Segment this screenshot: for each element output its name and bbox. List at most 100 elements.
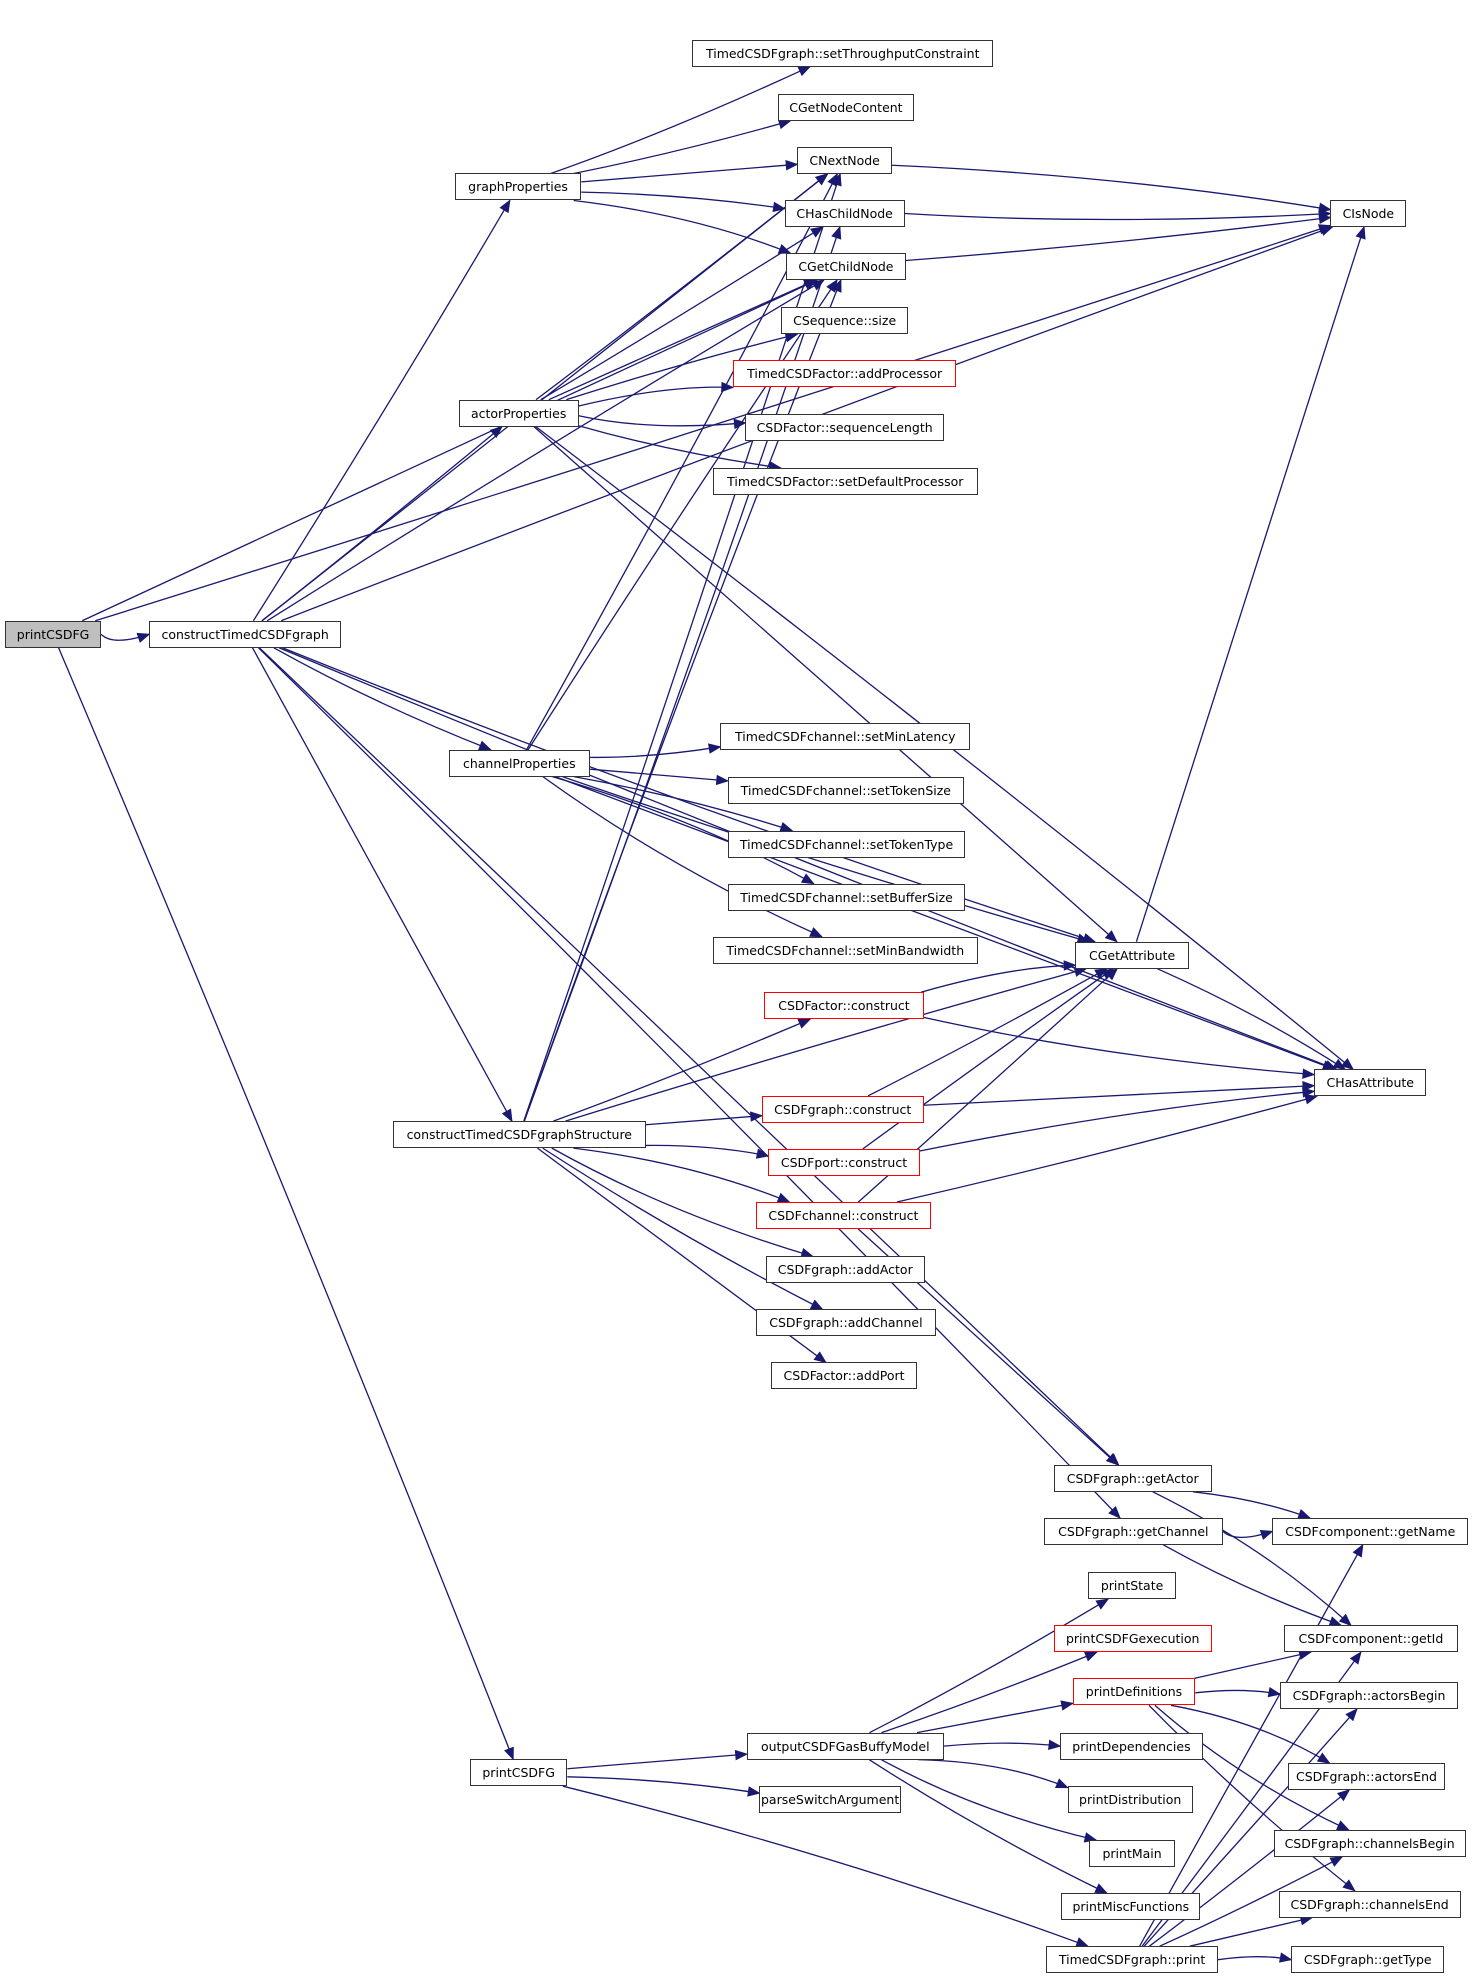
edge-chc-to-ha xyxy=(896,1095,1317,1203)
arrowhead-icon xyxy=(747,1786,761,1797)
arrowhead-icon xyxy=(809,1299,824,1310)
node-csdfgraph-actors-end[interactable]: CSDFgraph::actorsEnd xyxy=(1287,1762,1446,1790)
node-cnext-node[interactable]: CNextNode xyxy=(797,146,893,174)
arrowhead-icon xyxy=(1104,930,1118,943)
arrowhead-icon xyxy=(1342,1879,1356,1892)
node-print-state[interactable]: printState xyxy=(1087,1572,1177,1600)
node-timed-csdfactor-add-processor[interactable]: TimedCSDFactor::addProcessor xyxy=(732,360,957,388)
node-timed-csdfchannel-set-token-size[interactable]: TimedCSDFchannel::setTokenSize xyxy=(727,777,965,805)
edge-ap-to-gcn xyxy=(548,279,817,401)
arrowhead-icon xyxy=(1259,1529,1274,1540)
node-timed-csdfchannel-set-token-type[interactable]: TimedCSDFchannel::setTokenType xyxy=(727,830,966,858)
node-csdfport-construct[interactable]: CSDFport::construct xyxy=(768,1148,920,1176)
edge-obm-to-pdist xyxy=(917,1759,1068,1789)
node-construct-timed-csdfgraph[interactable]: constructTimedCSDFgraph xyxy=(149,620,342,648)
arrowhead-icon xyxy=(1095,1598,1110,1610)
node-csdfgraph-channels-end[interactable]: CSDFgraph::channelsEnd xyxy=(1278,1890,1461,1918)
arrowhead-icon xyxy=(831,172,842,187)
node-actor-properties[interactable]: actorProperties xyxy=(458,399,579,427)
edge-ctgs-to-ga xyxy=(565,968,1087,1122)
edge-gch-to-gid xyxy=(1162,1544,1342,1626)
edge-root-to-gcn xyxy=(81,279,818,622)
arrowhead-icon xyxy=(715,774,730,786)
node-cget-attribute[interactable]: CGetAttribute xyxy=(1075,941,1189,969)
node-print-distribution[interactable]: printDistribution xyxy=(1067,1785,1193,1813)
node-print-csdfg[interactable]: printCSDFG xyxy=(470,1759,568,1787)
edge-pd-to-ce xyxy=(1148,1704,1356,1892)
edge-ctg-to-gact xyxy=(258,647,1119,1466)
node-channel-properties[interactable]: channelProperties xyxy=(448,749,591,777)
edge-ctgs-to-gcn xyxy=(523,279,842,1122)
node-timed-csdfchannel-set-buffer-size[interactable]: TimedCSDFchannel::setBufferSize xyxy=(727,883,966,911)
edge-cp-to-sts xyxy=(589,768,728,782)
node-output-csdfgas-buffy-model[interactable]: outputCSDFGasBuffyModel xyxy=(746,1732,944,1760)
arrowhead-icon xyxy=(1267,1686,1282,1698)
node-chas-child-node[interactable]: CHasChildNode xyxy=(784,200,905,228)
edge-hcn-to-isn xyxy=(904,212,1331,221)
node-print-main[interactable]: printMain xyxy=(1089,1840,1176,1868)
edge-ctg-to-gp xyxy=(252,200,511,622)
edge-ac-to-ga xyxy=(920,964,1076,993)
arrowhead-icon xyxy=(501,1108,513,1123)
edge-ctg-to-gcn xyxy=(266,279,825,622)
node-chas-attribute[interactable]: CHasAttribute xyxy=(1314,1069,1427,1097)
node-csdfgraph-get-type[interactable]: CSDFgraph::getType xyxy=(1291,1946,1445,1974)
arrowhead-icon xyxy=(750,1111,764,1122)
node-cget-child-node[interactable]: CGetChildNode xyxy=(785,253,906,281)
node-csdfgraph-actors-begin[interactable]: CSDFgraph::actorsBegin xyxy=(1279,1682,1459,1710)
node-csdfgraph-get-actor[interactable]: CSDFgraph::getActor xyxy=(1053,1464,1212,1492)
edge-cp-to-stt xyxy=(573,776,793,832)
node-timed-csdfgraph-set-throughput-constraint[interactable]: TimedCSDFgraph::setThroughputConstraint xyxy=(692,39,994,67)
edge-cp-to-sml xyxy=(590,746,721,759)
node-parse-switch-argument[interactable]: parseSwitchArgument xyxy=(759,1785,901,1813)
edge-gp-to-gnc xyxy=(573,120,791,175)
edge-tgp-to-gname xyxy=(1139,1544,1364,1947)
arrowhead-icon xyxy=(813,1351,827,1364)
arrowhead-icon xyxy=(1316,1752,1331,1764)
node-csdfgraph-channels-begin[interactable]: CSDFgraph::channelsBegin xyxy=(1273,1829,1466,1857)
edge-ap-to-sl xyxy=(578,415,746,427)
node-csdfgraph-add-channel[interactable]: CSDFgraph::addChannel xyxy=(755,1309,937,1337)
arrowhead-icon xyxy=(772,201,786,213)
edge-obm-to-pdep xyxy=(943,1742,1061,1747)
node-timed-csdfchannel-set-min-latency[interactable]: TimedCSDFchannel::setMinLatency xyxy=(720,723,971,751)
node-print-misc-functions[interactable]: printMiscFunctions xyxy=(1061,1893,1201,1921)
arrowhead-icon xyxy=(1083,1651,1098,1662)
node-csdfcomponent-get-id[interactable]: CSDFcomponent::getId xyxy=(1283,1625,1459,1653)
arrowhead-icon xyxy=(734,1749,749,1761)
edge-ctg-to-ga xyxy=(282,647,1095,943)
node-print-csdfgexecution[interactable]: printCSDFGexecution xyxy=(1053,1625,1212,1653)
edge-ctgs-to-aa xyxy=(551,1147,813,1257)
node-csdfgraph-construct[interactable]: CSDFgraph::construct xyxy=(761,1095,924,1123)
node-csdfchannel-construct[interactable]: CSDFchannel::construct xyxy=(755,1201,932,1229)
arrowhead-icon xyxy=(477,740,492,751)
node-cis-node[interactable]: CIsNode xyxy=(1330,200,1407,228)
arrowhead-icon xyxy=(1355,225,1366,240)
edge-ctg-to-ap xyxy=(261,426,503,622)
arrowhead-icon xyxy=(831,225,842,240)
node-cget-node-content[interactable]: CGetNodeContent xyxy=(778,93,914,121)
edge-obm-to-pm xyxy=(881,1759,1097,1841)
edge-pc-to-obm xyxy=(567,1753,747,1770)
arrowhead-icon xyxy=(1304,1094,1318,1105)
node-csdfactor-sequence-length[interactable]: CSDFactor::sequenceLength xyxy=(745,413,944,441)
node-timed-csdfchannel-set-min-bandwidth[interactable]: TimedCSDFchannel::setMinBandwidth xyxy=(712,936,978,964)
node-csdfactor-add-port[interactable]: CSDFactor::addPort xyxy=(770,1362,918,1390)
node-csdfcomponent-get-name[interactable]: CSDFcomponent::getName xyxy=(1272,1517,1469,1545)
arrowhead-icon xyxy=(1063,960,1077,971)
edge-gact-to-gname xyxy=(1193,1491,1311,1519)
node-construct-timed-csdfgraph-structure[interactable]: constructTimedCSDFgraphStructure xyxy=(392,1121,646,1149)
arrowhead-icon xyxy=(489,425,503,439)
node-timed-csdfgraph-print[interactable]: TimedCSDFgraph::print xyxy=(1046,1946,1218,1974)
node-csdfgraph-get-channel[interactable]: CSDFgraph::getChannel xyxy=(1043,1517,1224,1545)
node-csdfactor-construct[interactable]: CSDFactor::construct xyxy=(764,992,924,1020)
node-print-dependencies[interactable]: printDependencies xyxy=(1060,1732,1203,1760)
edge-pd-to-ae xyxy=(1170,1704,1330,1764)
node-csequence-size[interactable]: CSequence::size xyxy=(780,307,909,335)
node-csdfgraph-add-actor[interactable]: CSDFgraph::addActor xyxy=(765,1256,925,1284)
node-print-definitions[interactable]: printDefinitions xyxy=(1072,1678,1196,1706)
node-print-csdfg[interactable]: printCSDFG xyxy=(5,620,102,648)
node-timed-csdfactor-set-default-processor[interactable]: TimedCSDFactor::setDefaultProcessor xyxy=(712,467,978,495)
node-graph-properties[interactable]: graphProperties xyxy=(454,173,582,201)
